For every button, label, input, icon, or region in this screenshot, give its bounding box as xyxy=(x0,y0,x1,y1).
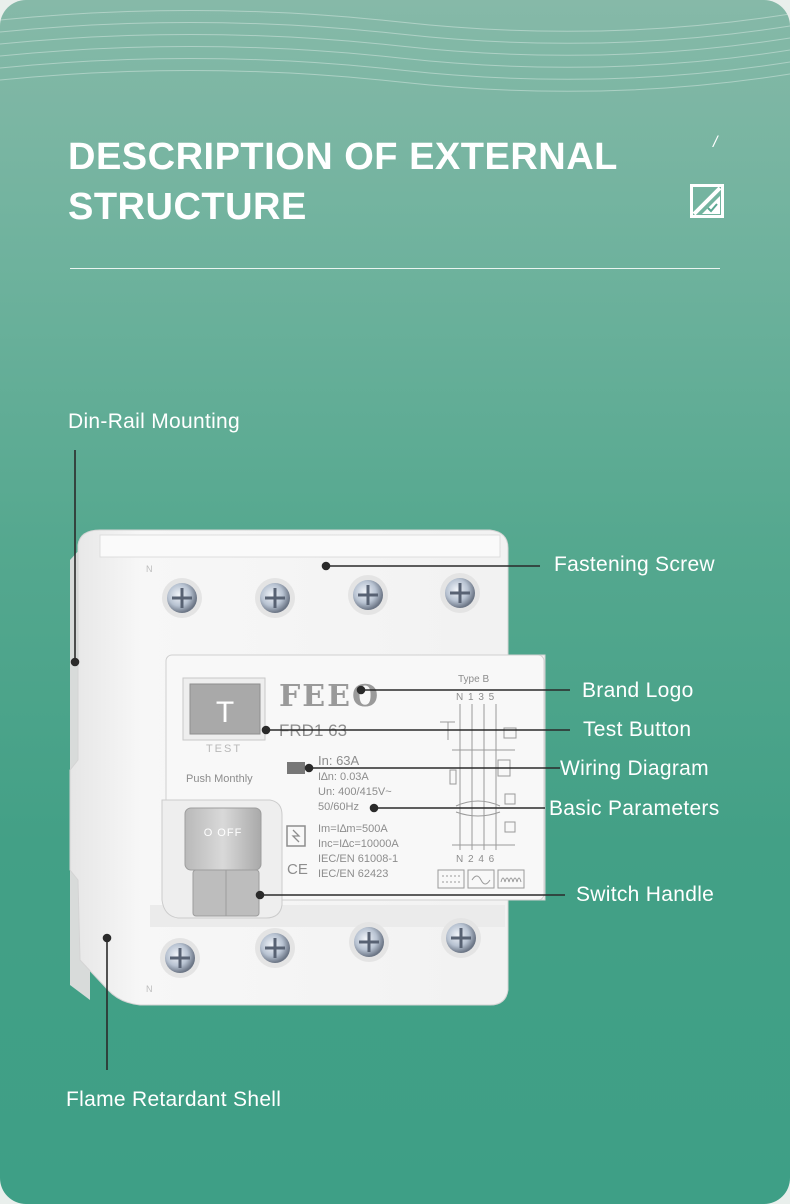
rating-std1: IEC/EN 61008-1 xyxy=(318,853,398,865)
rating-im: Im=I∆m=500A xyxy=(318,823,388,835)
push-monthly-text: Push Monthly xyxy=(186,773,253,785)
label-wiring-diagram: Wiring Diagram xyxy=(560,757,709,780)
param-in: In: 63A xyxy=(318,753,360,768)
terminals-top: N 1 3 5 xyxy=(456,692,495,703)
header-divider xyxy=(70,268,720,269)
top-screws xyxy=(162,573,480,618)
param-hz: 50/60Hz xyxy=(318,801,359,813)
label-switch-handle: Switch Handle xyxy=(576,883,715,906)
rcd-symbol xyxy=(286,825,306,847)
terminals-bottom: N 2 4 6 xyxy=(456,854,495,865)
handle-text: O OFF xyxy=(204,827,243,839)
param-un: Un: 400/415V~ xyxy=(318,786,392,798)
parameter-block: In: 63A I∆n: 0.03A Un: 400/415V~ 50/60Hz… xyxy=(318,753,399,880)
title-line-1: DESCRIPTION OF EXTERNAL xyxy=(68,136,618,178)
rating-std2: IEC/EN 62423 xyxy=(318,868,388,880)
label-din-rail-mounting: Din-Rail Mounting xyxy=(68,410,241,433)
ce-mark: CE xyxy=(287,861,308,878)
corner-mark-top: N xyxy=(146,564,153,574)
label-flame-retardant-shell: Flame Retardant Shell xyxy=(66,1088,282,1111)
test-button xyxy=(189,683,261,735)
bottom-screws xyxy=(160,918,481,978)
corner-mark-bottom: N xyxy=(146,984,153,994)
label-basic-parameters: Basic Parameters xyxy=(549,797,720,820)
switch-handle-top xyxy=(184,807,262,871)
pencil-square-icon xyxy=(690,184,724,218)
indicator-window xyxy=(287,762,305,774)
slash-mark: / xyxy=(713,134,718,151)
rating-inc: Inc=I∆c=10000A xyxy=(318,838,399,850)
title-line-2: STRUCTURE xyxy=(68,186,307,228)
page-title: DESCRIPTION OF EXTERNAL STRUCTURE xyxy=(68,132,618,232)
type-label: Type B xyxy=(458,674,489,685)
model-number: FRD1 63 xyxy=(279,721,347,740)
label-test-button: Test Button xyxy=(583,718,692,741)
test-button-key: T xyxy=(216,696,234,729)
brand-logo: FEEO xyxy=(279,679,380,714)
waveform-symbols xyxy=(437,869,525,889)
test-caption: TEST xyxy=(206,743,242,755)
param-idn: I∆n: 0.03A xyxy=(318,771,369,783)
wave-pattern xyxy=(0,9,790,92)
label-brand-logo: Brand Logo xyxy=(582,679,694,702)
label-fastening-screw: Fastening Screw xyxy=(554,553,715,576)
